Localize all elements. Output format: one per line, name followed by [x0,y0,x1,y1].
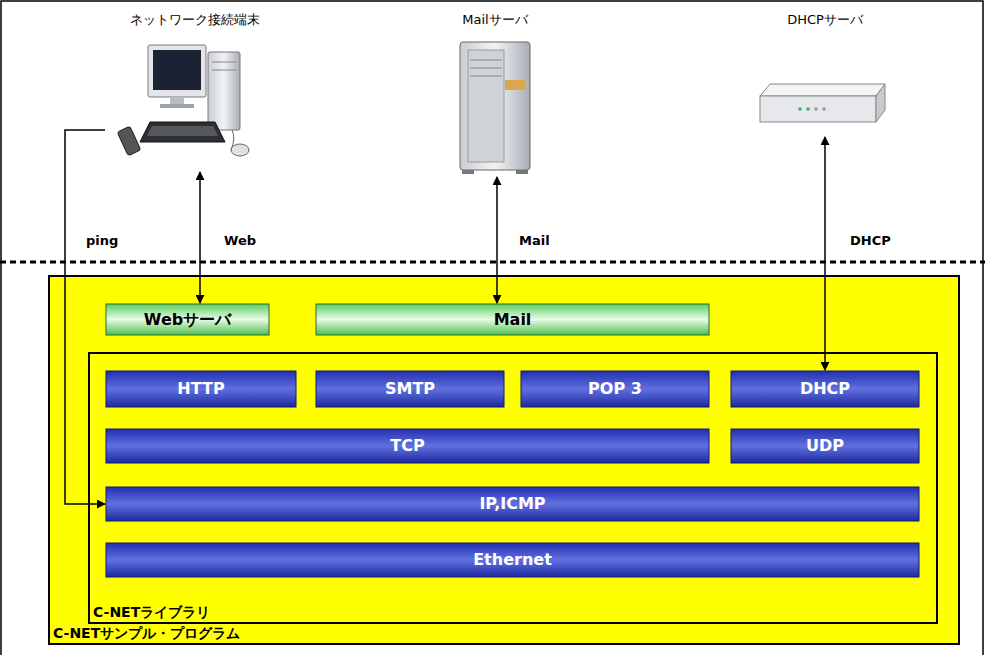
led [822,107,826,111]
keys [147,126,218,136]
bay [470,60,502,61]
protocol-box: POP 3 [520,370,710,408]
node-label: TCP [390,436,424,455]
server-illustration [460,42,530,174]
screen [153,50,201,90]
server-case [460,42,530,170]
protocol-box: UDP [730,428,920,464]
box-fill [316,304,709,335]
box-fill [106,543,919,577]
node-label: POP 3 [588,379,642,398]
drive-slot [212,70,236,71]
node-label: HTTP [177,379,224,398]
node-label: Webサーバ [144,310,231,329]
node-label: Ethernet [473,550,552,569]
monitor-base [160,104,194,108]
drive-slot [212,62,236,63]
program-region: C-NETサンプル・プログラム Webサーバ MailC-NETライブラリ HTTP S… [48,275,960,645]
region-fill [89,353,937,623]
node-label: UDP [806,436,844,455]
box-fill [731,429,919,463]
app-box: Webサーバ [105,303,270,336]
server-node: DHCPサーバ [745,12,905,137]
monitor [148,45,206,97]
node-label: Mailサーバ [462,12,527,28]
node-label: SMTP [385,379,435,398]
boundary-line [0,261,985,264]
terminal-node: ネットワーク接続端末 [105,12,285,172]
connector-arrow [496,177,498,303]
box-fill [106,487,919,521]
protocol-box: SMTP [315,370,505,408]
protocol-box: TCP [105,428,710,464]
protocol-box: HTTP [105,370,297,408]
box-fill [316,371,504,407]
app-box: Mail [315,303,710,336]
server-front [468,50,504,162]
server-node: Mailサーバ [430,12,560,177]
node-label: Mail [494,310,532,329]
connector-arrow [199,172,201,303]
led [798,107,802,111]
protocol-box: Ethernet [105,542,920,578]
node-label: IP,ICMP [479,494,545,513]
node-label: DHCPサーバ [787,12,863,28]
node-label: ネットワーク接続端末 [130,12,260,28]
edge-label: DHCP [848,233,893,249]
handset [117,126,141,155]
connector-arrow [824,137,826,370]
router-illustration [760,84,885,122]
foot [516,170,528,174]
box-fill [106,371,296,407]
connector-arrow [65,130,105,504]
mouse [231,144,249,156]
region-fill [49,276,959,644]
node-label: C-NETライブラリ [93,604,210,621]
box-fill [106,304,269,335]
keyboard [140,122,225,142]
router-side [876,84,885,122]
protocol-box: IP,ICMP [105,486,920,522]
protocol-box: DHCP [730,370,920,408]
box-fill [731,371,919,407]
pc-illustration [117,45,249,156]
bay [470,76,502,77]
router-front [760,96,876,122]
led [806,107,810,111]
pc-tower [208,52,240,130]
node-label: DHCP [800,379,850,398]
bay [470,68,502,69]
led [814,107,818,111]
library-region: C-NETライブラリ HTTP SMTP POP 3 DHCP TCP UDP IP,ICMP… [88,352,938,624]
monitor-stand [170,97,184,105]
router-top [760,84,885,96]
server-badge [505,80,525,90]
edge-label: Web [222,233,258,249]
foot [462,170,474,174]
mouse-cable [231,130,234,150]
edge-label: ping [84,233,120,249]
box-fill [106,429,709,463]
box-fill [521,371,709,407]
node-label: C-NETサンプル・プログラム [53,625,240,642]
edge-label: Mail [517,233,552,249]
